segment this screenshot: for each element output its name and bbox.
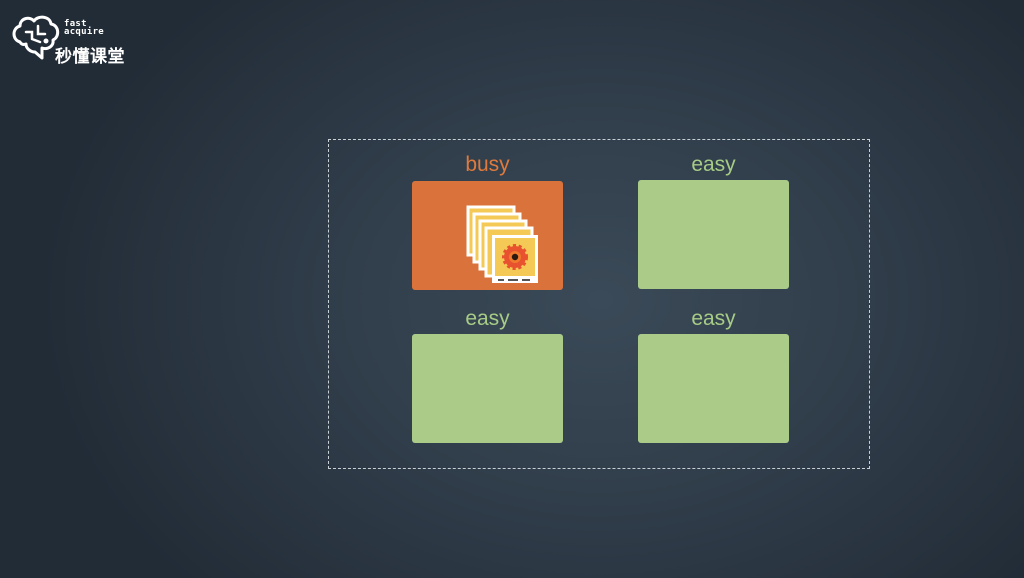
cell-label-easy-1: easy xyxy=(691,153,736,176)
easy-cell-3 xyxy=(638,334,789,443)
easy-cell-1 xyxy=(638,180,789,289)
logo-en-line1: fast xyxy=(64,19,87,29)
grid-frame xyxy=(328,139,870,469)
cell-label-busy: busy xyxy=(465,153,510,176)
busy-cell xyxy=(412,181,563,290)
logo-chinese-text: 秒懂课堂 xyxy=(55,47,125,67)
logo-english-text: fast acquire xyxy=(64,19,105,37)
brand-logo: fast acquire 秒懂课堂 xyxy=(10,12,150,67)
brain-logo-icon xyxy=(12,15,60,60)
cell-label-easy-3: easy xyxy=(691,307,736,330)
photo-stack-icon xyxy=(466,205,538,283)
cell-label-easy-2: easy xyxy=(465,307,510,330)
logo-en-line2: acquire xyxy=(64,27,105,37)
easy-cell-2 xyxy=(412,334,563,443)
